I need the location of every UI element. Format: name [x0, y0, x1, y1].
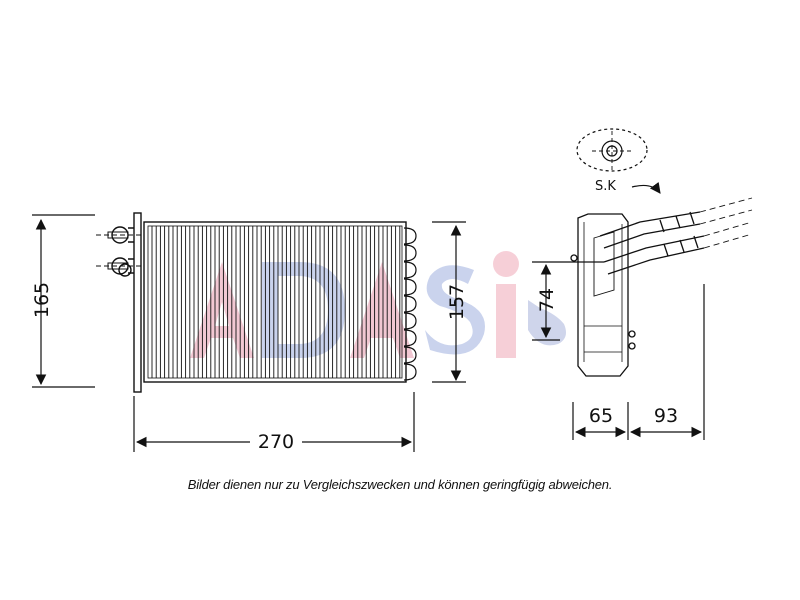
disclaimer-text: Bilder dienen nur zu Vergleichszwecken u…	[187, 477, 613, 492]
dimension-core-height: 157	[446, 284, 468, 320]
side-dimension-lines	[532, 261, 705, 440]
dimension-overall-height: 165	[31, 282, 53, 318]
dimension-core-width: 270	[258, 431, 294, 453]
heater-core-side-view	[570, 197, 753, 377]
dimension-pipe-offset: 74	[536, 288, 558, 312]
heater-core-front-view	[96, 212, 417, 393]
tank-bump	[403, 363, 417, 381]
tank-bump	[403, 278, 417, 296]
tank-bump	[403, 261, 417, 279]
tank-bump	[403, 312, 417, 330]
detail-callout-label: S.K	[595, 179, 616, 194]
tank-bump	[403, 227, 417, 245]
tank-bump	[403, 295, 417, 313]
dimension-side-depth: 65	[589, 405, 613, 427]
watermark-logo	[190, 251, 566, 358]
tank-bump	[403, 346, 417, 364]
dimension-pipe-projection: 93	[654, 405, 678, 427]
tank-bump	[403, 329, 417, 347]
tank-bump	[403, 244, 417, 262]
pipe-detail-callout	[576, 128, 661, 194]
